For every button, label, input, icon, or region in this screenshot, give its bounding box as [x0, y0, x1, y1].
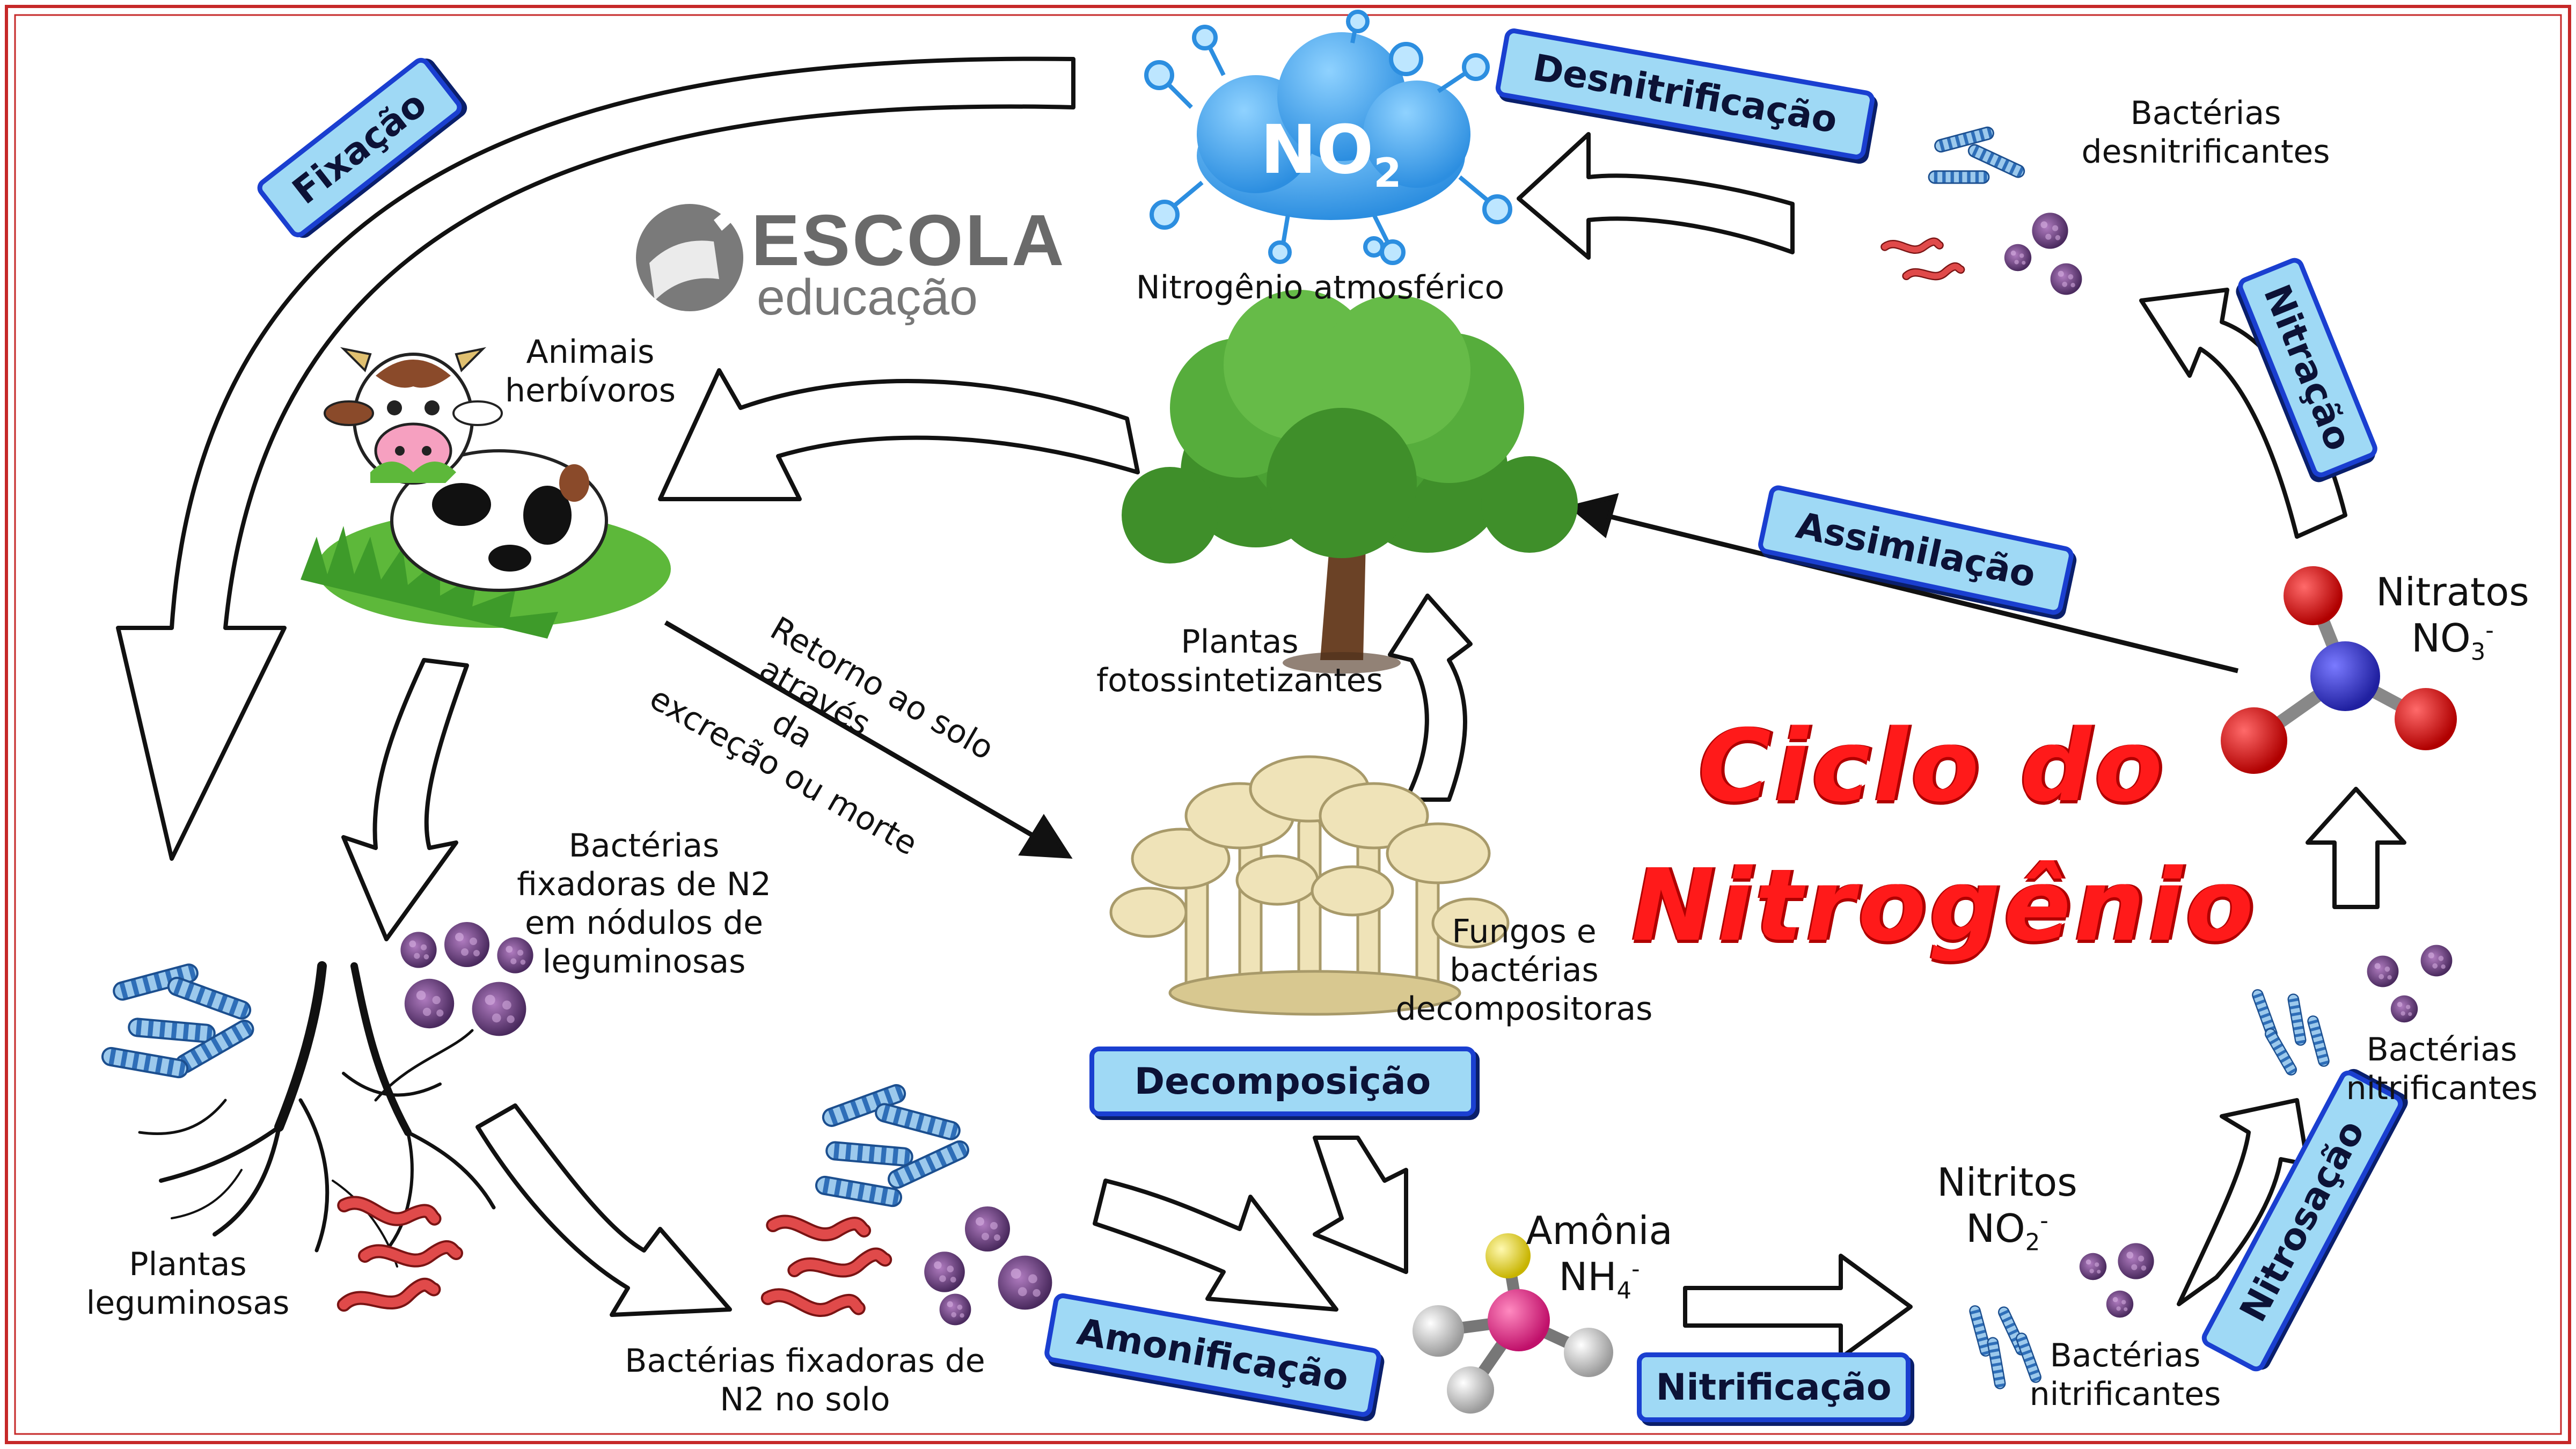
label-animais-herbivoros: Animais herbívoros	[505, 333, 676, 409]
escola-logo	[636, 193, 751, 311]
label-plantas-fotossintetizantes: Plantas fotossintetizantes	[1096, 623, 1383, 699]
arrow-nitrosacao	[2177, 1098, 2310, 1306]
label-bacterias-desnitrificantes: Bactérias desnitrificantes	[2081, 94, 2330, 171]
arrow-decomposicao	[1313, 1136, 1408, 1274]
arrow-amonificacao	[1093, 1179, 1338, 1312]
blue-rods-legumes	[100, 961, 258, 1080]
label-bacterias-fixadoras-nodulos: Bactérias fixadoras de N2 em nódulos de …	[517, 827, 771, 980]
blue-rods-soil	[814, 1081, 972, 1209]
mushrooms-illustration	[1109, 755, 1510, 1016]
nitritos-name: Nitritos	[1937, 1160, 2077, 1205]
label-nitratos: Nitratos NO3-	[2356, 569, 2549, 667]
label-bacterias-nitrificantes-bottom: Bactérias nitrificantes	[2029, 1337, 2221, 1413]
nitratos-name: Nitratos	[2376, 569, 2529, 614]
ammonia-molecule	[1413, 1233, 1613, 1414]
purple-soil	[924, 1206, 1052, 1326]
arrow-fungi-to-tree	[1388, 594, 1473, 802]
red-worms-soil	[767, 1217, 886, 1315]
label-nitrogenio-atmosferico: Nitrogênio atmosférico	[1136, 269, 1505, 306]
amonia-name: Amônia	[1526, 1208, 1673, 1253]
arrow-fixacao	[116, 56, 1075, 861]
arrow-desnitrificacao	[1517, 132, 1795, 260]
arrow-assimilacao-head	[1567, 493, 1619, 538]
amonia-formula: NH4-	[1558, 1254, 1640, 1305]
cow-illustration	[301, 347, 671, 639]
tag-decomposicao: Decomposição	[1089, 1046, 1476, 1116]
logo-word-educacao: educação	[757, 269, 978, 326]
tag-nitrificacao: Nitrificação	[1637, 1352, 1911, 1422]
label-bacterias-nitrificantes-top: Bactérias nitrificantes	[2346, 1031, 2538, 1107]
nitritos-formula: NO2-	[1966, 1206, 2048, 1256]
arrow-to-nitratos	[2306, 787, 2406, 909]
no2-cloud	[1144, 10, 1512, 265]
label-amonia: Amônia NH4-	[1503, 1208, 1696, 1306]
flow-arrows	[116, 56, 2406, 1360]
line-arrows	[664, 493, 2239, 859]
arrow-retorno-head	[1018, 814, 1073, 859]
no2-cloud-formula: NO2	[1260, 111, 1402, 196]
diagram-title-line1: Ciclo do	[1698, 708, 2166, 824]
arrow-nitrificacao	[1683, 1254, 1913, 1360]
red-worms-legumes	[343, 1197, 456, 1309]
nitratos-formula: NO3-	[2411, 616, 2494, 666]
nitrate-molecule	[2221, 566, 2457, 774]
label-fungos-bacterias: Fungos e bactérias decompositoras	[1395, 913, 1653, 1028]
arrow-animals-to-legumes	[341, 658, 469, 941]
diagram-title-line2: Nitrogênio	[1631, 847, 2257, 963]
logo-word-escola: ESCOLA	[751, 200, 1066, 281]
frame-inner	[14, 14, 2562, 1435]
label-nitritos: Nitritos NO2-	[1911, 1159, 2104, 1257]
arrow-tree-to-animals	[658, 368, 1140, 501]
tree-illustration	[1122, 290, 1578, 674]
label-plantas-leguminosas: Plantas leguminosas	[86, 1246, 290, 1322]
arrow-legumes-to-soil	[475, 1103, 732, 1317]
label-bacterias-fixadoras-solo: Bactérias fixadoras de N2 no solo	[625, 1342, 985, 1418]
arrow-assimilacao-line	[1604, 513, 2239, 674]
arrow-retorno-line	[664, 620, 1037, 839]
frame-outer	[5, 5, 2571, 1444]
